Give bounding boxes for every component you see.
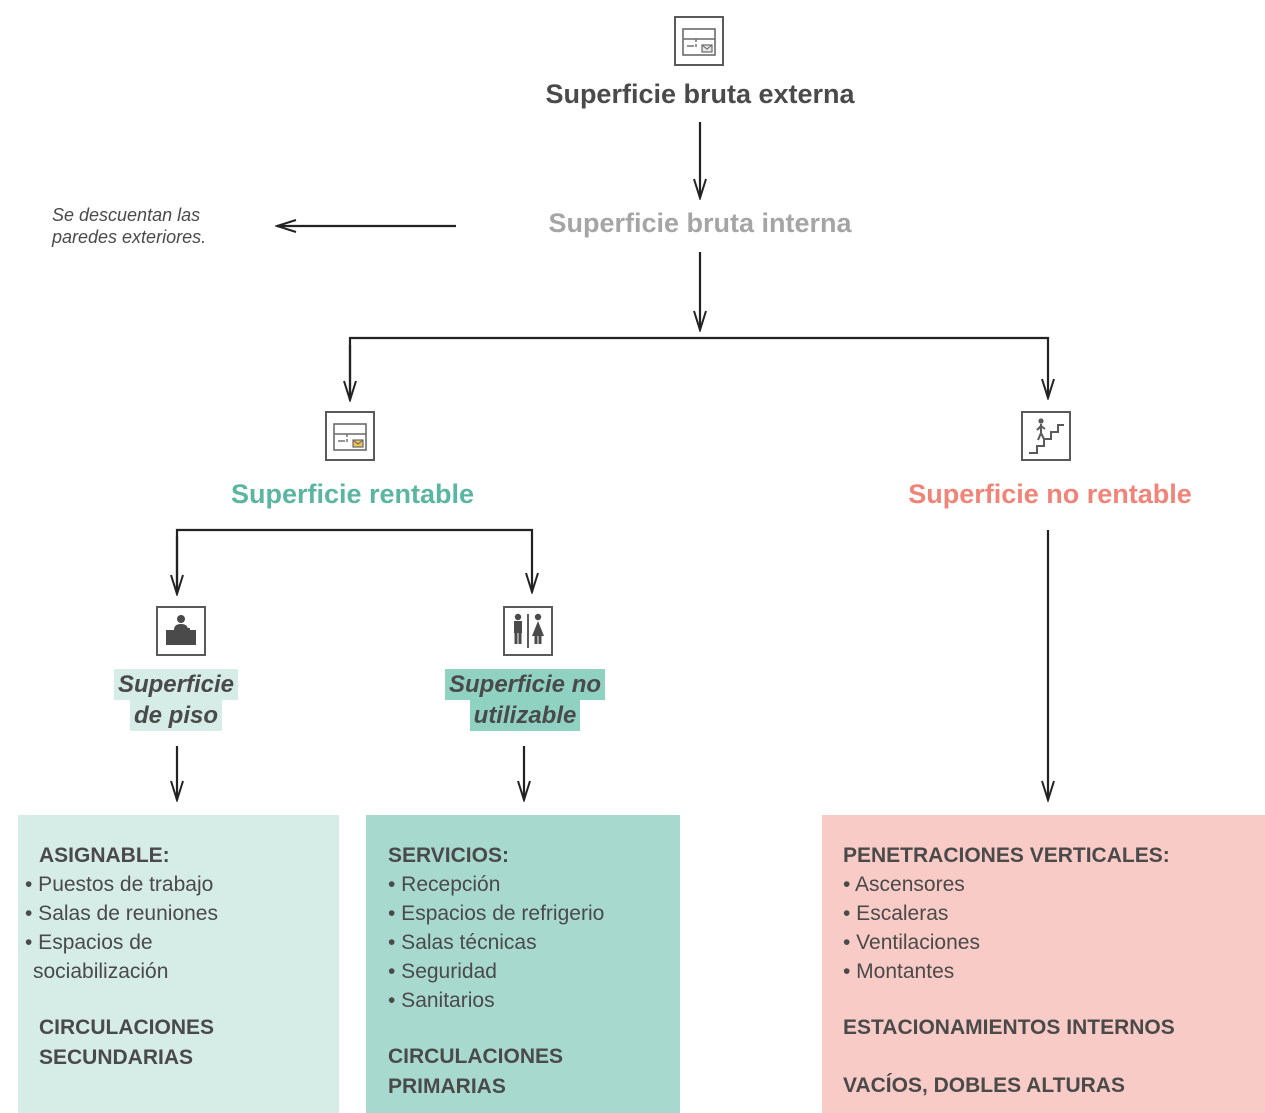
estacionamientos-label: ESTACIONAMIENTOS INTERNOS [843, 1016, 1175, 1039]
list-item: • Ascensores [843, 873, 965, 896]
floorplan-icon [674, 16, 724, 66]
asignable-heading: ASIGNABLE: [39, 844, 170, 867]
note-line: Se descuentan las [52, 205, 201, 225]
servicios-list: • Recepción • Espacios de refrigerio • S… [388, 870, 604, 1015]
title-rentable: Superficie rentable [230, 479, 475, 509]
note-line: paredes exteriores. [52, 227, 207, 247]
box-asignable: ASIGNABLE: • Puestos de trabajo • Salas … [18, 815, 339, 1113]
asignable-footer: CIRCULACIONES SECUNDARIAS [39, 1013, 214, 1073]
list-item: • Escaleras [843, 902, 949, 925]
list-item: • Espacios de [25, 931, 153, 954]
penetraciones-heading: PENETRACIONES VERTICALES: [843, 844, 1170, 867]
list-item: • Recepción [388, 873, 501, 896]
label-superficie-de-piso: Superficie de piso [60, 669, 292, 731]
label-superficie-no-utilizable: Superficie no utilizable [380, 669, 670, 731]
list-item: • Salas técnicas [388, 931, 537, 954]
title-no-rentable: Superficie no rentable [908, 479, 1192, 509]
list-item: • Seguridad [388, 960, 497, 983]
asignable-list: • Puestos de trabajo • Salas de reunione… [25, 870, 218, 986]
title-bruta-externa: Superficie bruta externa [545, 79, 855, 109]
footer-line: CIRCULACIONES [39, 1016, 215, 1039]
footer-line: CIRCULACIONES [388, 1045, 564, 1068]
list-item: • Montantes [843, 960, 955, 983]
no-utilizable-line: utilizable [469, 700, 581, 731]
box-penetraciones: PENETRACIONES VERTICALES: • Ascensores •… [822, 815, 1265, 1113]
footer-line: SECUNDARIAS [39, 1046, 194, 1069]
branch-top-split [348, 336, 1048, 398]
no-utilizable-line: Superficie no [444, 669, 606, 700]
stairs-person-icon [1021, 411, 1071, 461]
servicios-footer: CIRCULACIONES PRIMARIAS [388, 1042, 563, 1102]
restroom-icon [503, 606, 553, 656]
list-item: sociabilización [33, 960, 169, 983]
servicios-heading: SERVICIOS: [388, 844, 509, 867]
floorplan-envelope-icon [325, 411, 375, 461]
vacios-label: VACÍOS, DOBLES ALTURAS [843, 1074, 1125, 1097]
list-item: • Ventilaciones [843, 931, 980, 954]
penetraciones-list: • Ascensores • Escaleras • Ventilaciones… [843, 870, 980, 986]
list-item: • Salas de reuniones [25, 902, 218, 925]
piso-line: Superficie [113, 669, 239, 700]
title-bruta-interna: Superficie bruta interna [548, 208, 852, 238]
list-item: • Espacios de refrigerio [388, 902, 605, 925]
piso-line: de piso [129, 700, 222, 731]
list-item: • Puestos de trabajo [25, 873, 214, 896]
desk-person-icon [156, 606, 206, 656]
branch-rentable-split [175, 528, 532, 592]
list-item: • Sanitarios [388, 989, 495, 1012]
footer-line: PRIMARIAS [388, 1075, 506, 1098]
box-servicios: SERVICIOS: • Recepción • Espacios de ref… [366, 815, 680, 1113]
note-paredes: Se descuentan las paredes exteriores. [52, 204, 206, 248]
